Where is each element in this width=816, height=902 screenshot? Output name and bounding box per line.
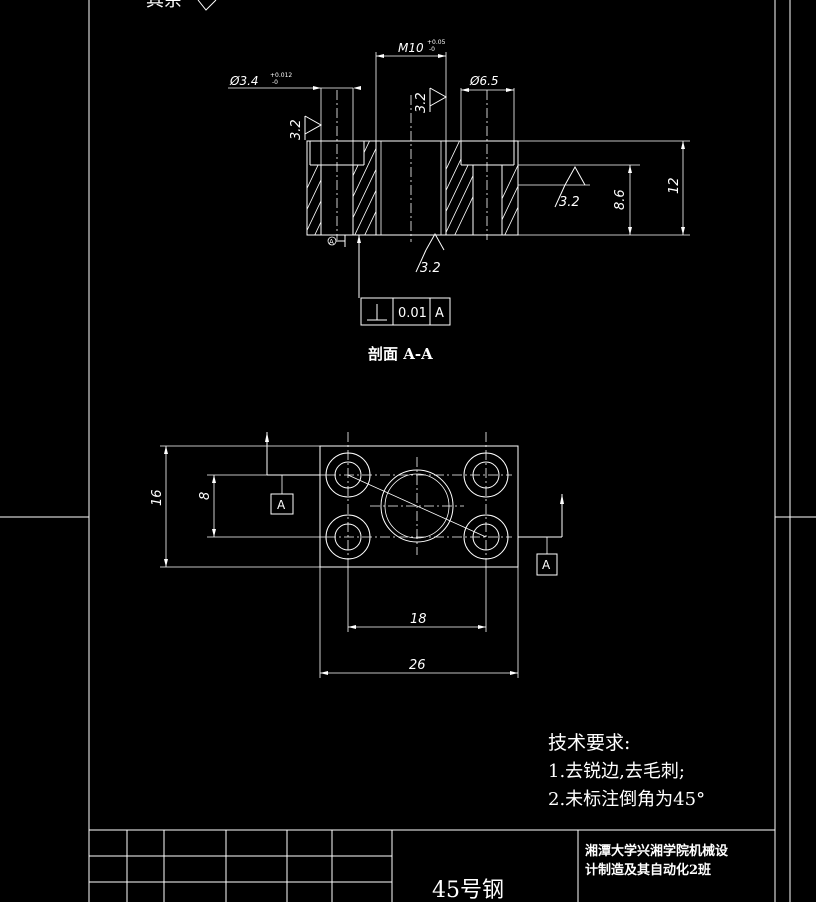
dim-8-text: 8 — [198, 492, 213, 500]
hatch-zone-a — [307, 141, 321, 235]
dim-8-6-text: 8.6 — [613, 189, 628, 210]
bolt-hole-br — [463, 514, 509, 560]
datum-left-text: A — [277, 498, 286, 512]
roughness-bottom: 3.2 — [415, 232, 445, 276]
section-caption: 剖面 A-A — [368, 345, 433, 363]
gdt-frame: 0.01 A — [360, 297, 451, 326]
dim-m10-text: M10 — [398, 41, 424, 55]
plan-view: 16 8 18 26 — [150, 432, 564, 678]
tech-item-1: 1.去锐边,去毛刺; — [548, 761, 685, 782]
gdt-tolerance-text: 0.01 — [398, 306, 427, 321]
dim-phi34-text: Ø3.4 — [229, 74, 259, 88]
tech-item-2: 2.未标注倒角为45° — [548, 789, 705, 810]
datum-feature-a: A — [327, 235, 346, 247]
hatch-zone-c — [446, 141, 473, 235]
plan-body-outline — [319, 445, 519, 568]
dim-8-6: 8.6 — [518, 164, 690, 236]
material-text: 45号钢 — [432, 878, 504, 902]
tech-requirements: 技术要求: 1.去锐边,去毛刺; 2.未标注倒角为45° — [548, 732, 705, 810]
center-thread-hole — [380, 469, 454, 543]
datum-mark-text: A — [329, 238, 334, 246]
center-threaded-hole — [375, 95, 447, 242]
roughness-note-other: 其余 — [146, 0, 217, 11]
dim-phi34: Ø3.4 +0.012 -0 — [228, 72, 361, 165]
school-line-1: 湘潭大学兴湘学院机械设 — [585, 843, 729, 859]
dim-26: 26 — [319, 567, 519, 678]
section-view: M10 +0.05 -0 Ø3.4 +0.012 -0 Ø6.5 — [228, 39, 690, 363]
hatch-zone-d — [502, 141, 518, 235]
right-counterbore-hole — [460, 90, 515, 240]
gdt-leader — [357, 235, 361, 298]
roughness-center: 3.2 — [414, 87, 448, 113]
dim-18: 18 — [347, 567, 487, 632]
hatch-zone-b — [353, 141, 376, 235]
section-marker-left: A — [265, 432, 320, 515]
dim-m10-tol-upper: +0.05 — [427, 39, 446, 46]
bolt-hole-tr — [463, 452, 509, 498]
dim-m10-tol-lower: -0 — [429, 46, 435, 53]
gdt-datum-text: A — [435, 306, 444, 321]
datum-right-text: A — [542, 558, 551, 572]
dim-phi65-text: Ø6.5 — [469, 74, 499, 88]
dim-phi34-tol-upper: +0.012 — [270, 72, 292, 79]
roughness-note-symbol — [197, 0, 217, 11]
roughness-center-text: 3.2 — [414, 92, 429, 113]
dim-18-text: 18 — [410, 612, 427, 627]
dim-16-text: 16 — [150, 489, 165, 506]
dim-26-text: 26 — [409, 658, 426, 673]
dim-phi34-tol-lower: -0 — [272, 79, 278, 86]
section-marker-right: A — [518, 494, 564, 576]
dim-8: 8 — [198, 474, 326, 538]
school-line-2: 计制造及其自动化2班 — [585, 862, 711, 878]
title-block: 45号钢 湘潭大学兴湘学院机械设 计制造及其自动化2班 — [89, 829, 775, 902]
tech-heading: 技术要求: — [548, 732, 630, 754]
dim-16: 16 — [150, 445, 320, 568]
roughness-left: 3.2 — [289, 115, 323, 140]
dim-12: 12 — [518, 140, 690, 235]
dim-m10: M10 +0.05 -0 — [375, 39, 447, 141]
section-body-outline — [306, 140, 519, 236]
roughness-note-text: 其余 — [146, 0, 182, 11]
roughness-left-text: 3.2 — [289, 119, 304, 140]
roughness-right-text: 3.2 — [559, 195, 580, 210]
dim-12-text: 12 — [667, 177, 682, 194]
roughness-right: 3.2 — [518, 165, 590, 210]
roughness-bottom-text: 3.2 — [420, 261, 441, 276]
dim-phi65: Ø6.5 — [460, 74, 515, 141]
